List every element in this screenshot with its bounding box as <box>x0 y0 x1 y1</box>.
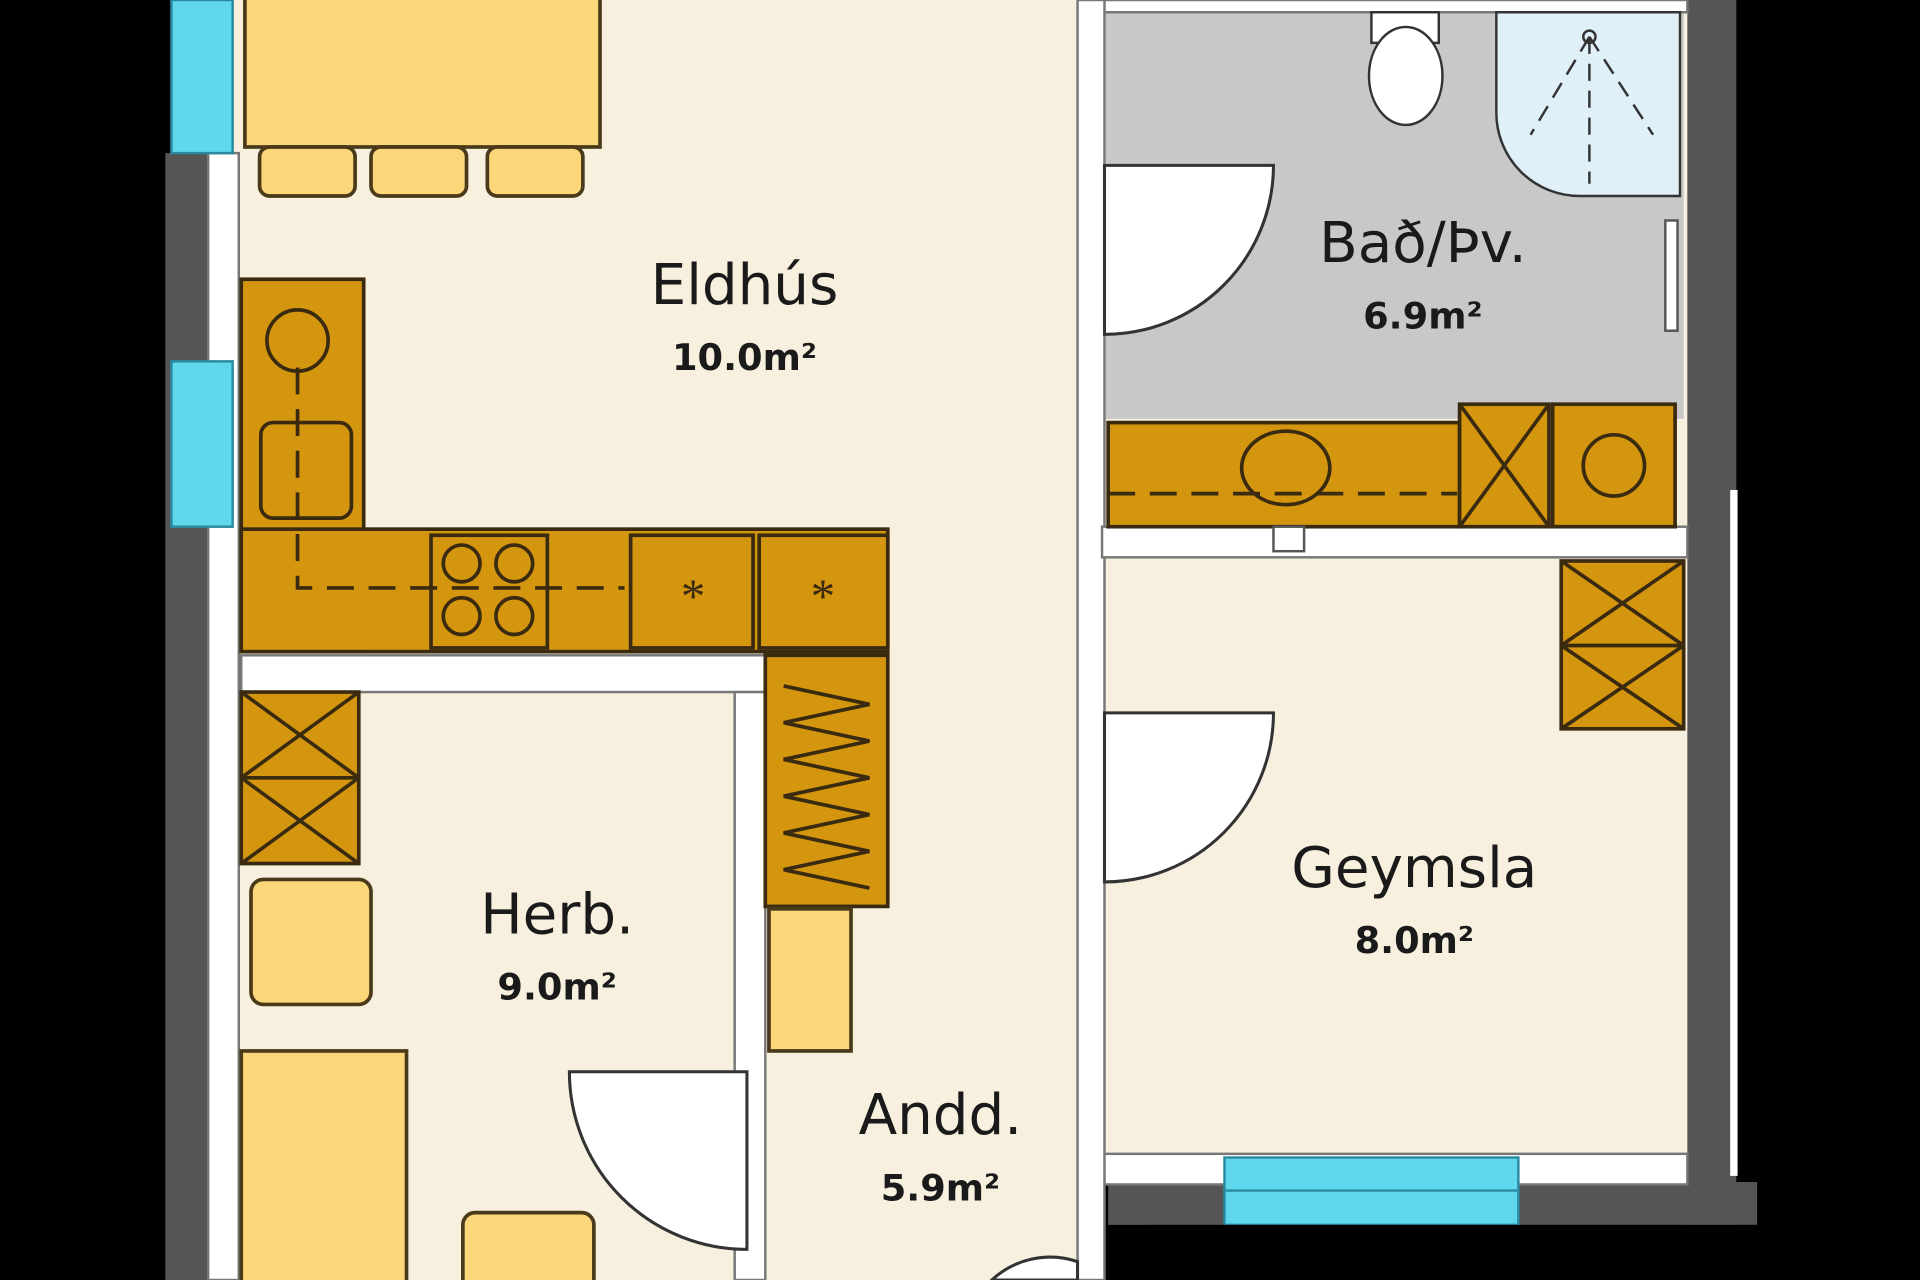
herb-top-wall <box>240 654 767 694</box>
room-bad: Bað/Þv. 6.9m² <box>1319 211 1527 337</box>
window-left <box>170 360 234 528</box>
left-inner-wall <box>206 151 240 1280</box>
sink-icon <box>258 420 354 520</box>
stove-icon <box>441 543 535 637</box>
storage-cabinet <box>1559 559 1686 731</box>
washer-icon <box>1581 432 1647 498</box>
left-outer-wall <box>165 153 209 1280</box>
asterisk-icon: * <box>681 568 705 623</box>
room-name: Geymsla <box>1291 836 1537 901</box>
central-wall <box>1076 0 1106 1280</box>
room-name: Andd. <box>859 1083 1023 1148</box>
exterior <box>1144 1224 1758 1280</box>
bath-storage-wall <box>1100 525 1689 559</box>
kitchen-counter: * * <box>239 277 890 654</box>
top-right-wall <box>1100 0 1689 14</box>
room-name: Bað/Þv. <box>1319 211 1527 276</box>
chair <box>461 1210 596 1280</box>
herb-door <box>567 1070 749 1251</box>
bath-counter <box>1106 402 1677 553</box>
towel-rail <box>1664 219 1679 332</box>
right-outer-wall <box>1687 0 1737 1225</box>
bed <box>239 1049 409 1280</box>
bath-door <box>1102 163 1276 336</box>
room-area: 9.0m² <box>497 965 616 1008</box>
room-area: 10.0m² <box>672 336 817 379</box>
room-herb: Herb. 9.0m² <box>480 882 634 1008</box>
window-top-left <box>170 0 234 155</box>
asterisk-icon: * <box>811 568 835 623</box>
shower <box>1495 11 1682 198</box>
room-area: 6.9m² <box>1363 294 1482 337</box>
room-geymsla: Geymsla 8.0m² <box>1291 836 1537 962</box>
room-name: Eldhús <box>651 253 839 318</box>
tall-cabinet <box>763 653 890 1053</box>
room-area: 5.9m² <box>881 1166 1000 1209</box>
room-area: 8.0m² <box>1355 919 1474 962</box>
wardrobe <box>239 690 361 866</box>
washbasin-icon <box>1239 429 1332 507</box>
dining-table <box>243 0 602 198</box>
room-eldhus: Eldhús 10.0m² <box>651 253 839 379</box>
room-andd: Andd. 5.9m² <box>859 1083 1023 1209</box>
room-name: Herb. <box>480 882 634 947</box>
right-wall-edge <box>1730 489 1738 1176</box>
chair <box>249 877 373 1007</box>
storage-door <box>1102 711 1276 884</box>
toilet-icon <box>1367 11 1444 127</box>
